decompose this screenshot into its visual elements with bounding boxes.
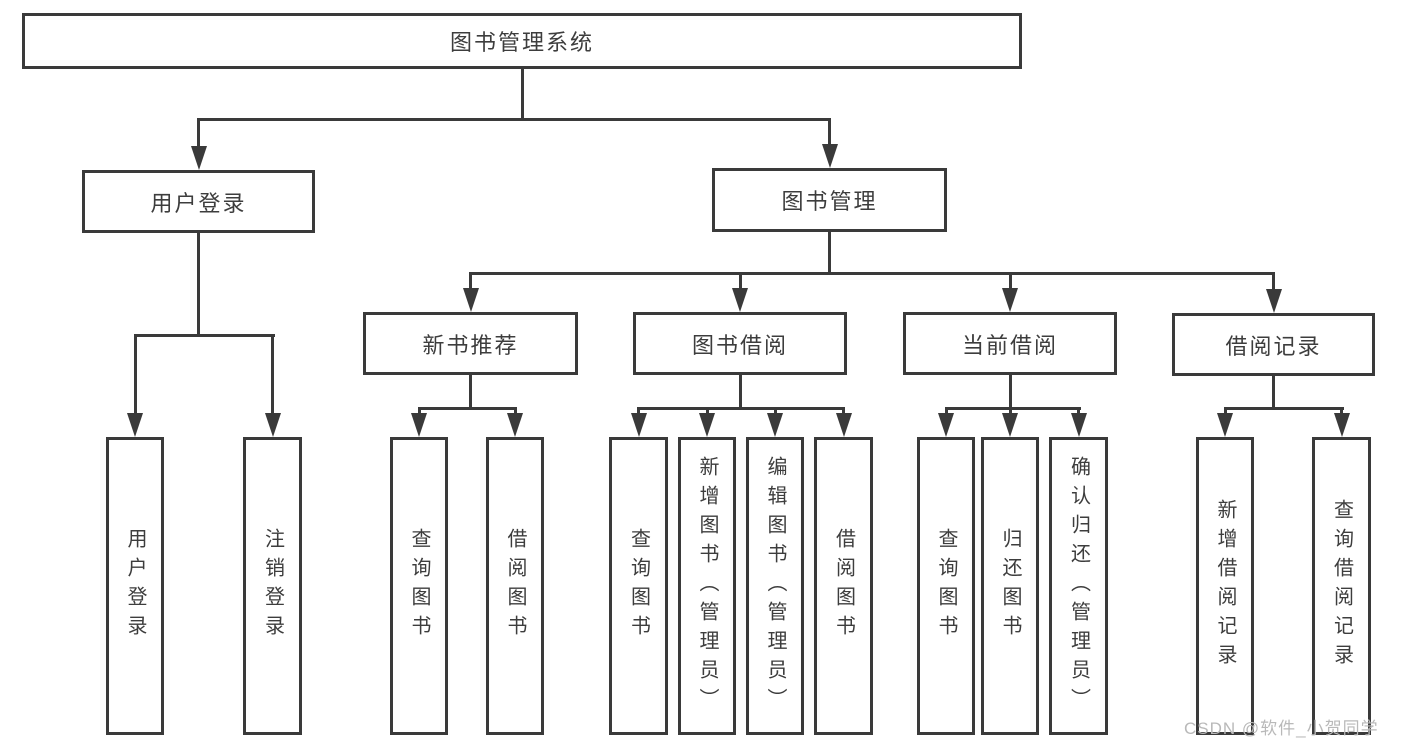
edge-stem-leaf-logout bbox=[271, 334, 274, 417]
edge-stem-leaf-query-book-3 bbox=[945, 407, 948, 417]
arrow-down-icon bbox=[767, 413, 783, 437]
node-leaf-query-book-2: 查询图书 bbox=[609, 437, 668, 735]
node-user-login: 用户登录 bbox=[82, 170, 315, 233]
node-leaf-query-book-1: 查询图书 bbox=[390, 437, 448, 735]
node-leaf-add-borrow-rec: 新增借阅记录 bbox=[1196, 437, 1254, 735]
node-label-leaf-query-book-3: 查询图书 bbox=[935, 528, 957, 644]
node-leaf-confirm-return: 确认归还（管理员） bbox=[1049, 437, 1108, 735]
edge-trunk-new-book-rec bbox=[469, 375, 472, 410]
node-label-leaf-borrow-book-1: 借阅图书 bbox=[504, 528, 526, 644]
edge-stem-leaf-add-book bbox=[706, 407, 709, 417]
arrow-down-icon bbox=[1334, 413, 1350, 437]
node-label-leaf-edit-book: 编辑图书（管理员） bbox=[764, 455, 786, 717]
node-label-leaf-query-book-2: 查询图书 bbox=[627, 528, 650, 644]
edge-branch-borrow-records bbox=[1224, 407, 1344, 410]
edge-trunk-user-login bbox=[197, 233, 200, 337]
node-new-book-rec: 新书推荐 bbox=[363, 312, 578, 375]
node-label-root: 图书管理系统 bbox=[449, 30, 594, 55]
node-label-new-book-rec: 新书推荐 bbox=[422, 332, 519, 358]
edge-stem-leaf-confirm-return bbox=[1077, 407, 1080, 417]
edge-branch-current-borrow bbox=[945, 407, 1081, 410]
csdn-watermark: CSDN @软件_小贺同学 bbox=[1184, 719, 1379, 738]
edge-stem-book-borrow bbox=[739, 272, 742, 292]
node-label-borrow-records: 借阅记录 bbox=[1225, 333, 1322, 359]
edge-stem-new-book-rec bbox=[469, 272, 472, 292]
edge-stem-leaf-query-book-1 bbox=[418, 407, 421, 417]
edge-stem-current-borrow bbox=[1009, 272, 1012, 292]
node-label-leaf-user-login: 用户登录 bbox=[124, 528, 146, 644]
node-label-leaf-add-book: 新增图书（管理员） bbox=[696, 455, 718, 717]
edge-stem-user-login bbox=[197, 118, 200, 150]
arrow-down-icon bbox=[1217, 413, 1233, 437]
arrow-down-icon bbox=[1002, 288, 1018, 312]
node-leaf-add-book: 新增图书（管理员） bbox=[678, 437, 736, 735]
node-book-mgmt: 图书管理 bbox=[712, 168, 947, 232]
node-label-leaf-add-borrow-rec: 新增借阅记录 bbox=[1214, 499, 1236, 673]
edge-trunk-root bbox=[521, 69, 524, 121]
node-label-leaf-logout: 注销登录 bbox=[261, 528, 284, 644]
node-leaf-return-book: 归还图书 bbox=[981, 437, 1039, 735]
edge-stem-leaf-borrow-book-2 bbox=[842, 407, 845, 417]
edge-branch-root bbox=[197, 118, 831, 121]
edge-stem-book-mgmt bbox=[828, 118, 831, 148]
arrow-down-icon bbox=[411, 413, 427, 437]
node-leaf-user-login: 用户登录 bbox=[106, 437, 164, 735]
arrow-down-icon bbox=[463, 288, 479, 312]
node-leaf-edit-book: 编辑图书（管理员） bbox=[746, 437, 804, 735]
node-label-user-login: 用户登录 bbox=[150, 190, 247, 216]
arrow-down-icon bbox=[938, 413, 954, 437]
arrow-down-icon bbox=[631, 413, 647, 437]
node-label-book-mgmt: 图书管理 bbox=[781, 189, 878, 214]
arrow-down-icon bbox=[265, 413, 281, 437]
node-label-leaf-return-book: 归还图书 bbox=[999, 528, 1021, 644]
arrow-down-icon bbox=[127, 413, 143, 437]
node-label-leaf-confirm-return: 确认归还（管理员） bbox=[1067, 455, 1090, 717]
edge-trunk-current-borrow bbox=[1009, 375, 1012, 410]
node-label-current-borrow: 当前借阅 bbox=[961, 332, 1058, 358]
edge-stem-leaf-query-borrow-rec bbox=[1340, 407, 1343, 417]
arrow-down-icon bbox=[191, 146, 207, 170]
arrow-down-icon bbox=[836, 413, 852, 437]
arrow-down-icon bbox=[732, 288, 748, 312]
edge-stem-leaf-edit-book bbox=[774, 407, 777, 417]
node-label-leaf-query-book-1: 查询图书 bbox=[408, 528, 430, 644]
node-leaf-logout: 注销登录 bbox=[243, 437, 302, 735]
node-root: 图书管理系统 bbox=[22, 13, 1022, 69]
edge-trunk-book-mgmt bbox=[828, 232, 831, 275]
edge-branch-new-book-rec bbox=[418, 407, 517, 410]
node-leaf-borrow-book-2: 借阅图书 bbox=[814, 437, 873, 735]
node-book-borrow: 图书借阅 bbox=[633, 312, 847, 375]
edge-stem-leaf-user-login bbox=[134, 334, 137, 417]
arrow-down-icon bbox=[822, 144, 838, 168]
edge-stem-leaf-borrow-book-1 bbox=[514, 407, 517, 417]
node-label-leaf-query-borrow-rec: 查询借阅记录 bbox=[1330, 499, 1353, 673]
node-current-borrow: 当前借阅 bbox=[903, 312, 1117, 375]
edge-trunk-book-borrow bbox=[739, 375, 742, 410]
arrow-down-icon bbox=[699, 413, 715, 437]
edge-stem-leaf-query-book-2 bbox=[637, 407, 640, 417]
node-leaf-query-borrow-rec: 查询借阅记录 bbox=[1312, 437, 1371, 735]
arrow-down-icon bbox=[1266, 289, 1282, 313]
arrow-down-icon bbox=[507, 413, 523, 437]
edge-stem-leaf-add-borrow-rec bbox=[1224, 407, 1227, 417]
node-label-leaf-borrow-book-2: 借阅图书 bbox=[832, 528, 855, 644]
arrow-down-icon bbox=[1071, 413, 1087, 437]
edge-stem-leaf-return-book bbox=[1009, 407, 1012, 417]
edge-branch-book-borrow bbox=[637, 407, 845, 410]
edge-stem-borrow-records bbox=[1272, 272, 1275, 293]
arrow-down-icon bbox=[1002, 413, 1018, 437]
edge-trunk-borrow-records bbox=[1272, 376, 1275, 410]
edge-branch-book-mgmt bbox=[469, 272, 1275, 275]
node-label-book-borrow: 图书借阅 bbox=[691, 332, 788, 358]
node-borrow-records: 借阅记录 bbox=[1172, 313, 1375, 376]
node-leaf-borrow-book-1: 借阅图书 bbox=[486, 437, 544, 735]
edge-branch-user-login bbox=[134, 334, 275, 337]
node-leaf-query-book-3: 查询图书 bbox=[917, 437, 975, 735]
